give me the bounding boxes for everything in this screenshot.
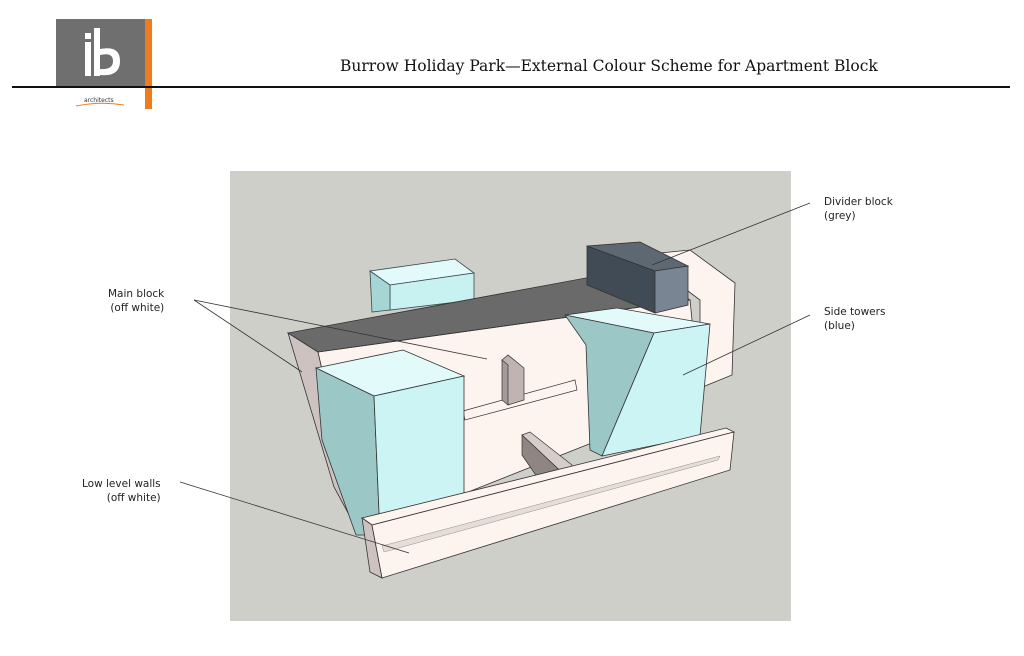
leader-lines [179,202,811,554]
leader-main-block-2 [193,299,488,360]
header-divider [12,86,1010,88]
divider-block [586,241,690,314]
leader-low-level-walls [179,481,410,554]
back-left-tower [368,258,476,313]
page-title: Burrow Holiday Park—External Colour Sche… [340,57,878,75]
label-low-level-walls: Low level walls (off white) [82,478,161,504]
label-main-block: Main block (off white) [108,288,165,314]
label-divider-block: Divider block (grey) [824,196,893,222]
low-level-walls [361,427,736,579]
svg-text:architects: architects [84,97,114,104]
label-side-towers: Side towers (blue) [824,306,886,332]
leader-main-block-1 [193,299,303,373]
company-logo: architects [56,19,152,109]
right-side-tower [564,307,711,457]
leader-side-towers [682,314,811,376]
main-block-roof [286,267,692,353]
left-side-tower [314,349,466,536]
leader-divider-block [651,202,811,266]
small-fin-face [501,359,509,406]
